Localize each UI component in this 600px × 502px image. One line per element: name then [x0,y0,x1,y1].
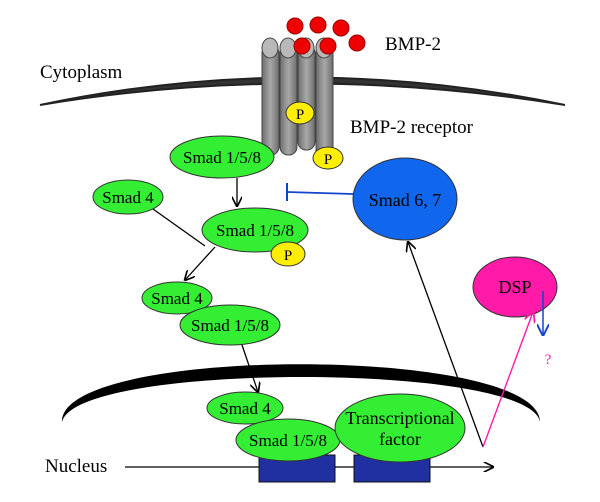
svg-text:P: P [296,107,304,123]
nucleus-label: Nucleus [45,456,107,477]
dsp-node: DSP [472,256,558,318]
nuclear-membrane [61,364,540,422]
smad4-nuclear-node: Smad 4 [206,391,284,425]
arrow-gene-to-dsp [482,312,533,448]
receptor-phosphate-1: P [285,101,315,125]
arrow-smad4-to-phospho [152,208,206,247]
bmp2-ligand [309,16,327,34]
bmp2-ligand [348,34,366,52]
smad67-inhibition [286,183,354,201]
arrow-phospho-to-complex [185,246,216,280]
smad67-node: Smad 6, 7 [352,157,458,241]
svg-text:P: P [284,248,292,264]
bmp2-ligand [286,17,304,35]
svg-text:Smad 6, 7: Smad 6, 7 [369,190,442,210]
smad158-complex-node: Smad 1/5/8 [179,304,281,346]
arrow-gene-to-smad67 [408,242,484,448]
bmp2-ligands [286,16,366,55]
bmp2-label: BMP-2 [385,34,441,55]
svg-text:Smad 4: Smad 4 [102,188,154,207]
svg-text:Smad 1/5/8: Smad 1/5/8 [183,148,261,167]
svg-text:P: P [324,152,332,168]
smad4-complex-node: Smad 4 [141,281,213,315]
svg-text:Transcriptional: Transcriptional [345,408,454,428]
smad158-receptor-node: Smad 1/5/8 [169,135,275,179]
svg-text:Smad 4: Smad 4 [151,289,203,308]
bmp2-receptor [261,37,334,161]
smad4-free-node: Smad 4 [92,179,164,215]
smad-phosphate: P [270,241,306,267]
bmp2-ligand [332,19,350,37]
svg-text:Smad 1/5/8: Smad 1/5/8 [216,221,294,240]
cell-membrane [39,76,566,106]
svg-text:DSP: DSP [498,277,531,297]
bmp2-ligand [293,37,311,55]
svg-text:Smad 4: Smad 4 [219,399,271,418]
transcription-factor-node: Transcriptional factor [334,393,466,463]
smad158-nuclear-node: Smad 1/5/8 [235,418,341,462]
cytoplasm-label: Cytoplasm [40,62,123,83]
question-mark: ? [545,352,552,368]
svg-text:Smad 1/5/8: Smad 1/5/8 [249,431,327,450]
receptor-phosphate-2: P [312,146,344,170]
arrow-complex-to-nucleus [241,344,258,392]
bmp2-ligand [319,37,337,55]
svg-text:factor: factor [379,429,421,449]
smad158-phospho-node: Smad 1/5/8 [201,207,309,253]
svg-text:Smad 1/5/8: Smad 1/5/8 [191,316,269,335]
bmp2-receptor-label: BMP-2 receptor [350,117,474,138]
